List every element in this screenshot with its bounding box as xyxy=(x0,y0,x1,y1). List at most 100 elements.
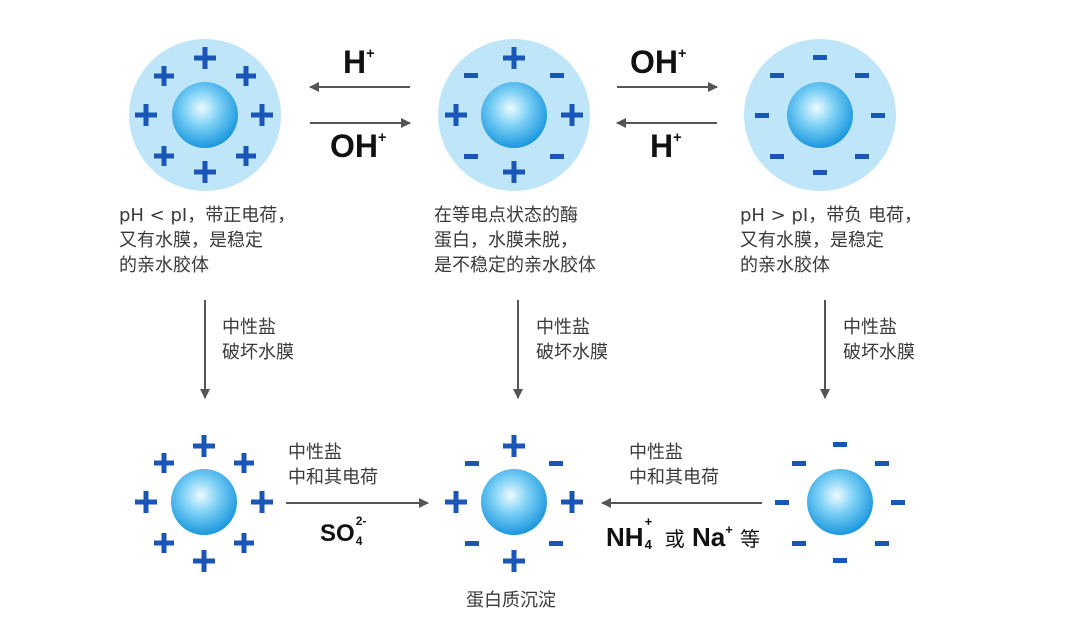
positive-charges xyxy=(135,435,273,572)
nh4-subscript: 4 xyxy=(644,537,652,552)
minus-charge xyxy=(813,55,827,60)
nh4-symbol: NH xyxy=(606,522,644,552)
protein-isoelectric-hydrated xyxy=(438,39,590,191)
h-plus-label-right: H+ xyxy=(650,128,682,165)
negative-charges xyxy=(755,55,885,175)
plus-charge xyxy=(154,66,174,86)
protein-positive-hydrated xyxy=(129,39,281,191)
plus-charge xyxy=(503,161,525,183)
plus-charge xyxy=(236,146,256,166)
protein-core xyxy=(171,469,237,535)
oh-label-right: OH+ xyxy=(630,44,686,81)
protein-positive-dehydrated xyxy=(135,435,273,572)
plus-charge xyxy=(154,533,174,553)
plus-charge xyxy=(503,47,525,69)
plus-charge xyxy=(154,146,174,166)
plus-charge xyxy=(236,66,256,86)
ion-charge: + xyxy=(378,129,387,146)
plus-charge xyxy=(503,550,525,572)
plus-charge xyxy=(234,453,254,473)
caption-negative-colloid: pH > pI，带负 电荷， 又有水膜，是稳定 的亲水胶体 xyxy=(740,205,922,276)
minus-charge xyxy=(770,154,784,159)
minus-charge xyxy=(464,73,478,78)
or-text: 或 xyxy=(664,527,685,551)
plus-charge xyxy=(194,47,216,69)
label-break-film-right: 中性盐 破坏水膜 xyxy=(843,317,915,363)
mixed-charges xyxy=(445,47,583,183)
protein-core xyxy=(807,469,873,535)
mixed-charges xyxy=(445,435,583,572)
protein-negative-hydrated xyxy=(744,39,896,191)
plus-charge xyxy=(193,435,215,457)
minus-charge xyxy=(891,500,905,505)
minus-charge xyxy=(833,442,847,447)
plus-charge xyxy=(251,104,273,126)
ion-subscript: 4 xyxy=(355,534,363,548)
na-symbol: Na xyxy=(692,522,726,552)
minus-charge xyxy=(792,541,806,546)
plus-charge xyxy=(135,491,157,513)
ion-charge: + xyxy=(673,129,682,146)
ion-symbol: H xyxy=(343,44,367,80)
caption-positive-colloid: pH < pI，带正电荷， 又有水膜，是稳定 的亲水胶体 xyxy=(119,205,296,276)
ion-symbol: SO xyxy=(320,520,355,547)
plus-charge xyxy=(445,491,467,513)
minus-charge xyxy=(775,500,789,505)
minus-charge xyxy=(792,461,806,466)
minus-charge xyxy=(855,73,869,78)
label-neutralize-right: 中性盐 中和其电荷 xyxy=(629,442,719,488)
minus-charge xyxy=(464,154,478,159)
nh4-charge: + xyxy=(644,514,653,529)
ion-symbol: OH xyxy=(330,128,378,164)
plus-charge xyxy=(154,453,174,473)
caption-isoelectric-colloid: 在等电点状态的酶 蛋白，水膜未脱， 是不稳定的亲水胶体 xyxy=(434,205,596,276)
minus-charge xyxy=(549,461,563,466)
plus-charge xyxy=(561,104,583,126)
ion-symbol: H xyxy=(650,128,674,164)
result-caption: 蛋白质沉淀 xyxy=(466,590,556,611)
etc-text: 等 xyxy=(740,527,761,551)
negative-charges xyxy=(775,442,905,563)
protein-core xyxy=(481,82,547,148)
plus-charge xyxy=(503,435,525,457)
h-plus-label-left: H+ xyxy=(343,44,375,81)
ion-charge: + xyxy=(678,45,687,62)
minus-charge xyxy=(813,170,827,175)
minus-charge xyxy=(550,154,564,159)
positive-charges xyxy=(135,47,273,183)
protein-isoelectric-dehydrated xyxy=(445,435,583,572)
ion-symbol: OH xyxy=(630,44,678,80)
minus-charge xyxy=(875,541,889,546)
minus-charge xyxy=(755,113,769,118)
minus-charge xyxy=(875,461,889,466)
label-break-film-middle: 中性盐 破坏水膜 xyxy=(536,317,608,363)
protein-core xyxy=(787,82,853,148)
plus-charge xyxy=(561,491,583,513)
plus-charge xyxy=(194,161,216,183)
plus-charge xyxy=(135,104,157,126)
plus-charge xyxy=(251,491,273,513)
plus-charge xyxy=(445,104,467,126)
nh4-na-label: NH+4 或 Na+ 等 xyxy=(606,514,761,553)
oh-label-left: OH+ xyxy=(330,128,386,165)
label-neutralize-left: 中性盐 中和其电荷 xyxy=(288,442,378,488)
plus-charge xyxy=(193,550,215,572)
minus-charge xyxy=(833,558,847,563)
ion-charge: 2- xyxy=(355,514,367,528)
minus-charge xyxy=(465,541,479,546)
minus-charge xyxy=(549,541,563,546)
na-charge: + xyxy=(725,522,733,537)
ion-charge: + xyxy=(366,45,375,62)
minus-charge xyxy=(770,73,784,78)
minus-charge xyxy=(855,154,869,159)
plus-charge xyxy=(234,533,254,553)
protein-core xyxy=(172,82,238,148)
minus-charge xyxy=(871,113,885,118)
protein-negative-dehydrated xyxy=(775,442,905,563)
label-break-film-left: 中性盐 破坏水膜 xyxy=(222,317,294,363)
minus-charge xyxy=(550,73,564,78)
protein-core xyxy=(481,469,547,535)
minus-charge xyxy=(465,461,479,466)
